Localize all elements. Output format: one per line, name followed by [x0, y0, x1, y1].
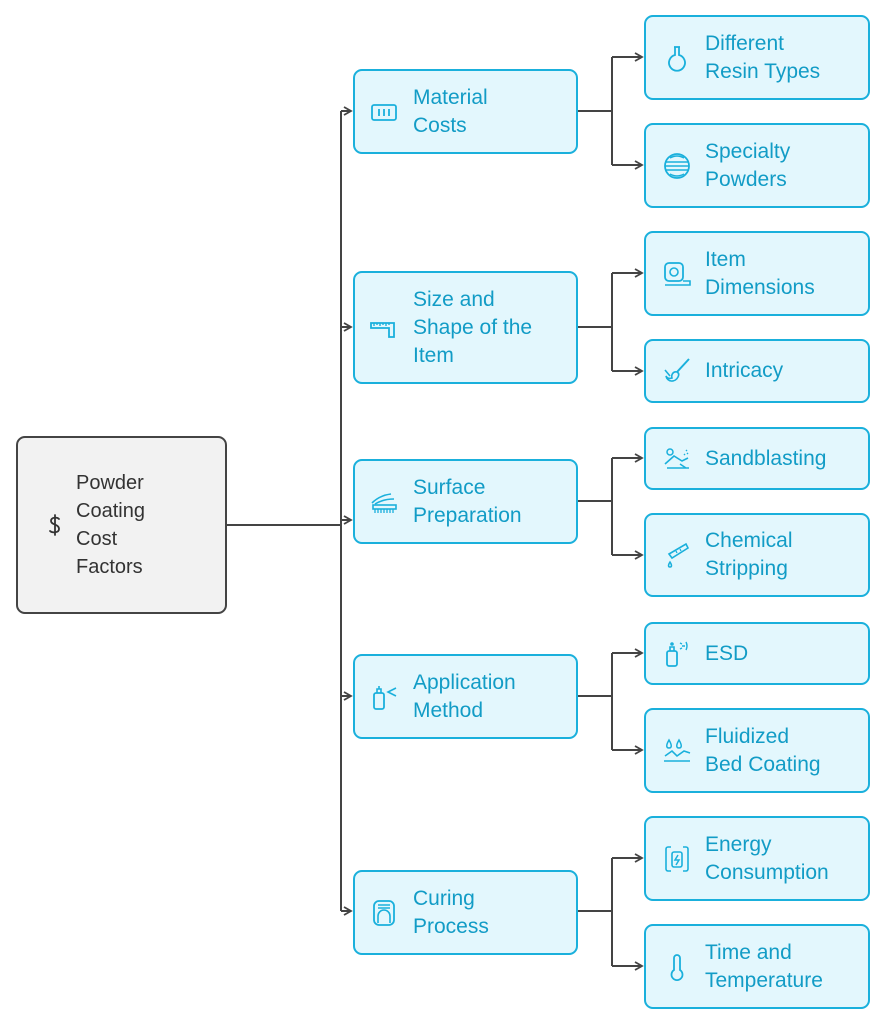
category-label: Application Method [413, 670, 516, 722]
paintbrush-icon [660, 354, 694, 388]
root-node[interactable]: Powder Coating Cost Factors [16, 436, 227, 614]
tape-measure-icon [660, 257, 694, 291]
leaf-label: Item Dimensions [705, 247, 815, 299]
leaf-different-resin-types[interactable]: Different Resin Types [644, 15, 870, 100]
leaf-label: Intricacy [705, 359, 784, 382]
spray-can-icon [660, 637, 694, 671]
leaf-label: Sandblasting [705, 446, 827, 470]
striped-sphere-icon [660, 149, 694, 183]
battery-grid-icon [367, 95, 401, 129]
oven-icon [367, 896, 401, 930]
thermometer-icon [660, 950, 694, 984]
energy-cycle-icon [660, 842, 694, 876]
connector-application-branch [578, 648, 644, 755]
category-label: Size and Shape of the Item [413, 287, 533, 367]
leaf-chemical-stripping[interactable]: Chemical Stripping [644, 513, 870, 597]
leaf-energy-consumption[interactable]: Energy Consumption [644, 816, 870, 901]
connector-curing-branch [578, 853, 644, 971]
leaf-item-dimensions[interactable]: Item Dimensions [644, 231, 870, 316]
leaf-esd[interactable]: ESD [644, 622, 870, 685]
category-application-method[interactable]: Application Method [353, 654, 578, 739]
leaf-label: Chemical Stripping [705, 529, 793, 580]
leaf-time-and-temperature[interactable]: Time and Temperature [644, 924, 870, 1009]
connector-surface-branch [578, 453, 644, 560]
leaf-label: Time and Temperature [705, 940, 823, 992]
leaf-sandblasting[interactable]: Sandblasting [644, 427, 870, 490]
root-label: Powder Coating Cost Factors [76, 472, 145, 578]
leaf-label: Fluidized Bed Coating [705, 724, 821, 776]
category-surface-preparation[interactable]: Surface Preparation [353, 459, 578, 544]
category-label: Surface Preparation [413, 475, 522, 527]
category-material-costs[interactable]: Material Costs [353, 69, 578, 154]
leaf-fluidized-bed-coating[interactable]: Fluidized Bed Coating [644, 708, 870, 793]
leaf-intricacy[interactable]: Intricacy [644, 339, 870, 403]
leaf-label: Energy Consumption [705, 832, 829, 884]
ruler-icon [367, 311, 401, 345]
flask-icon [660, 41, 694, 75]
leaf-label: ESD [705, 641, 749, 665]
category-curing-process[interactable]: Curing Process [353, 870, 578, 955]
dropper-icon [660, 538, 694, 572]
connector-size-branch [578, 268, 644, 376]
category-label: Curing Process [413, 886, 489, 938]
fluid-drops-icon [660, 734, 694, 768]
dollar-icon [40, 510, 70, 540]
category-label: Material Costs [413, 85, 488, 137]
sandblaster-icon [660, 442, 694, 476]
leaf-label: Different Resin Types [705, 31, 821, 83]
leaf-specialty-powders[interactable]: Specialty Powders [644, 123, 870, 208]
spray-bottle-icon [367, 680, 401, 714]
leaf-label: Specialty Powders [705, 139, 791, 191]
connector-material-branch [578, 52, 644, 170]
hand-brush-icon [367, 485, 401, 519]
category-size-shape[interactable]: Size and Shape of the Item [353, 271, 578, 384]
